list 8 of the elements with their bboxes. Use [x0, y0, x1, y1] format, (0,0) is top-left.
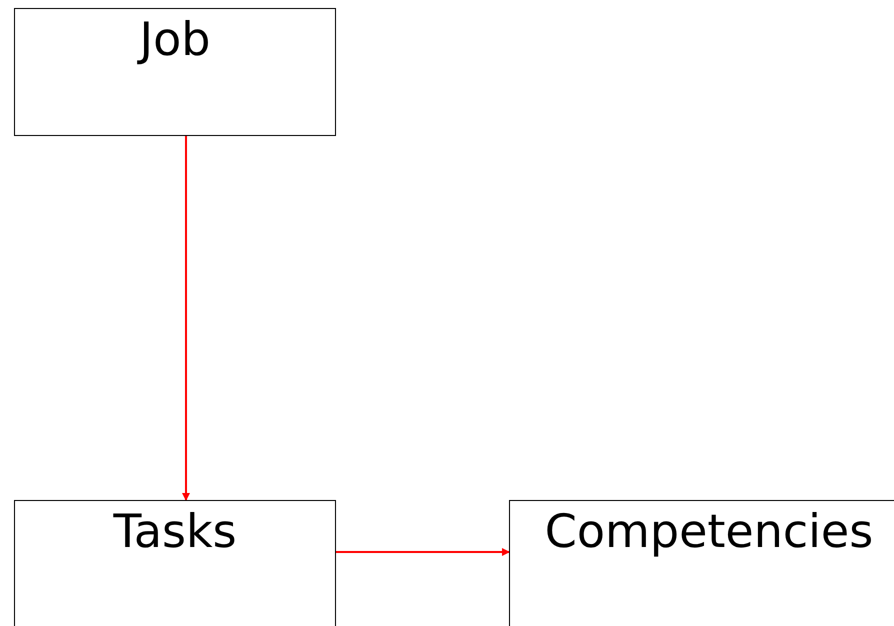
process-box [509, 500, 894, 626]
arrow [182, 136, 190, 501]
box-label: Tasks [113, 503, 237, 560]
box-label: Competencies [544, 503, 874, 560]
box-label: Job [140, 9, 210, 69]
process-box [14, 8, 336, 136]
process-box [14, 500, 336, 626]
arrow [336, 548, 510, 556]
